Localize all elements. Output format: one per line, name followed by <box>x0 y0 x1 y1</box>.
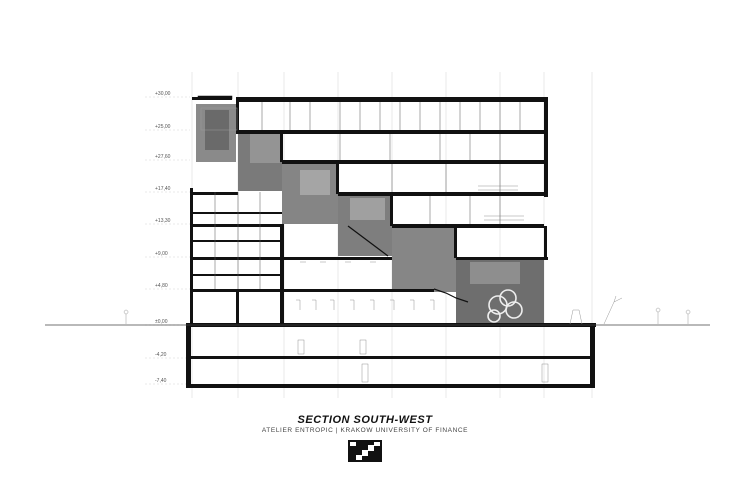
section-credit: ATELIER ENTROPIC | KRAKOW UNIVERSITY OF … <box>261 427 469 434</box>
walls <box>186 97 595 388</box>
section-title: SECTION SOUTH-WEST <box>297 414 433 426</box>
level-guides <box>145 96 190 385</box>
level-label: +27,60 <box>155 154 171 160</box>
level-label: ±0,00 <box>155 319 168 325</box>
level-label: -7,40 <box>155 378 167 384</box>
level-labels: +30,00 +25,00 +27,60 +17,40 +13,30 +9,00… <box>155 91 171 384</box>
partitions <box>197 95 521 289</box>
level-label: +13,30 <box>155 218 171 224</box>
title-block: SECTION SOUTH-WEST ATELIER ENTROPIC | KR… <box>0 414 730 462</box>
furniture <box>296 185 549 383</box>
atrium-void <box>196 104 544 325</box>
level-label: -4,20 <box>155 352 167 358</box>
level-label: +25,00 <box>155 124 171 130</box>
level-label: +17,40 <box>155 186 171 192</box>
stairs <box>347 225 469 303</box>
ring-sculpture <box>487 289 523 323</box>
studio-logo <box>348 440 382 462</box>
level-label: +9,00 <box>155 251 168 257</box>
level-label: +30,00 <box>155 91 171 97</box>
level-label: +4,80 <box>155 283 168 289</box>
outdoor-figures <box>123 295 691 325</box>
